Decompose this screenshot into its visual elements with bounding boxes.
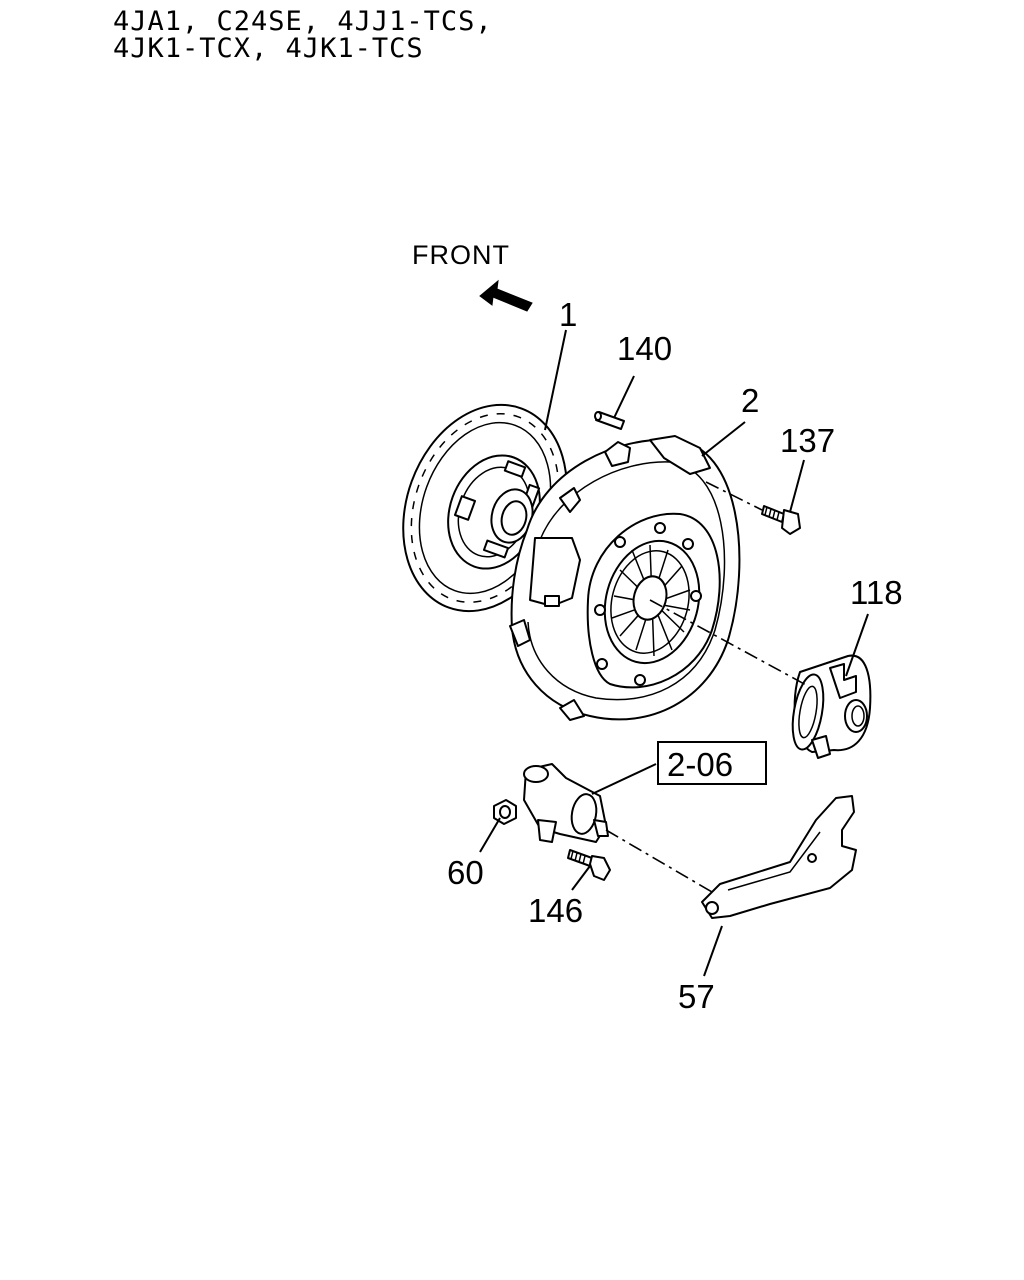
callout-2: 2 (741, 382, 759, 419)
leader-60 (479, 817, 501, 853)
header-line-2: 4JK1-TCX, 4JK1-TCS (113, 33, 424, 64)
callout-118: 118 (850, 574, 903, 611)
front-label: FRONT (412, 240, 510, 270)
pressure-plate (509, 435, 741, 721)
center-line-1 (649, 599, 809, 687)
clutch-slave-cylinder (523, 763, 609, 843)
leader-140 (613, 375, 635, 419)
bolt-146 (567, 849, 611, 881)
dowel-pin (594, 411, 625, 430)
callout-57: 57 (678, 978, 715, 1015)
leader-146 (571, 865, 591, 891)
leader-137 (789, 459, 805, 513)
release-bearing (791, 654, 872, 759)
callout-137: 137 (780, 422, 835, 459)
front-arrow-icon (479, 279, 533, 312)
leader-2-06 (591, 763, 657, 795)
release-fork (701, 795, 857, 919)
leader-1 (544, 329, 567, 431)
bolt-137 (761, 505, 801, 535)
nut-60 (493, 799, 517, 825)
callout-60: 60 (447, 854, 484, 891)
leader-2 (701, 421, 746, 457)
header-line-1: 4JA1, C24SE, 4JJ1-TCS, (113, 6, 493, 37)
leader-118 (845, 613, 869, 677)
leader-57 (703, 925, 723, 977)
reference-box (657, 741, 767, 785)
center-line-3 (705, 481, 763, 511)
callout-146: 146 (528, 892, 583, 929)
callout-140: 140 (617, 330, 672, 367)
center-line-2 (605, 829, 713, 893)
callout-1: 1 (559, 296, 577, 333)
callout-2-06[interactable]: 2-06 (667, 746, 733, 783)
